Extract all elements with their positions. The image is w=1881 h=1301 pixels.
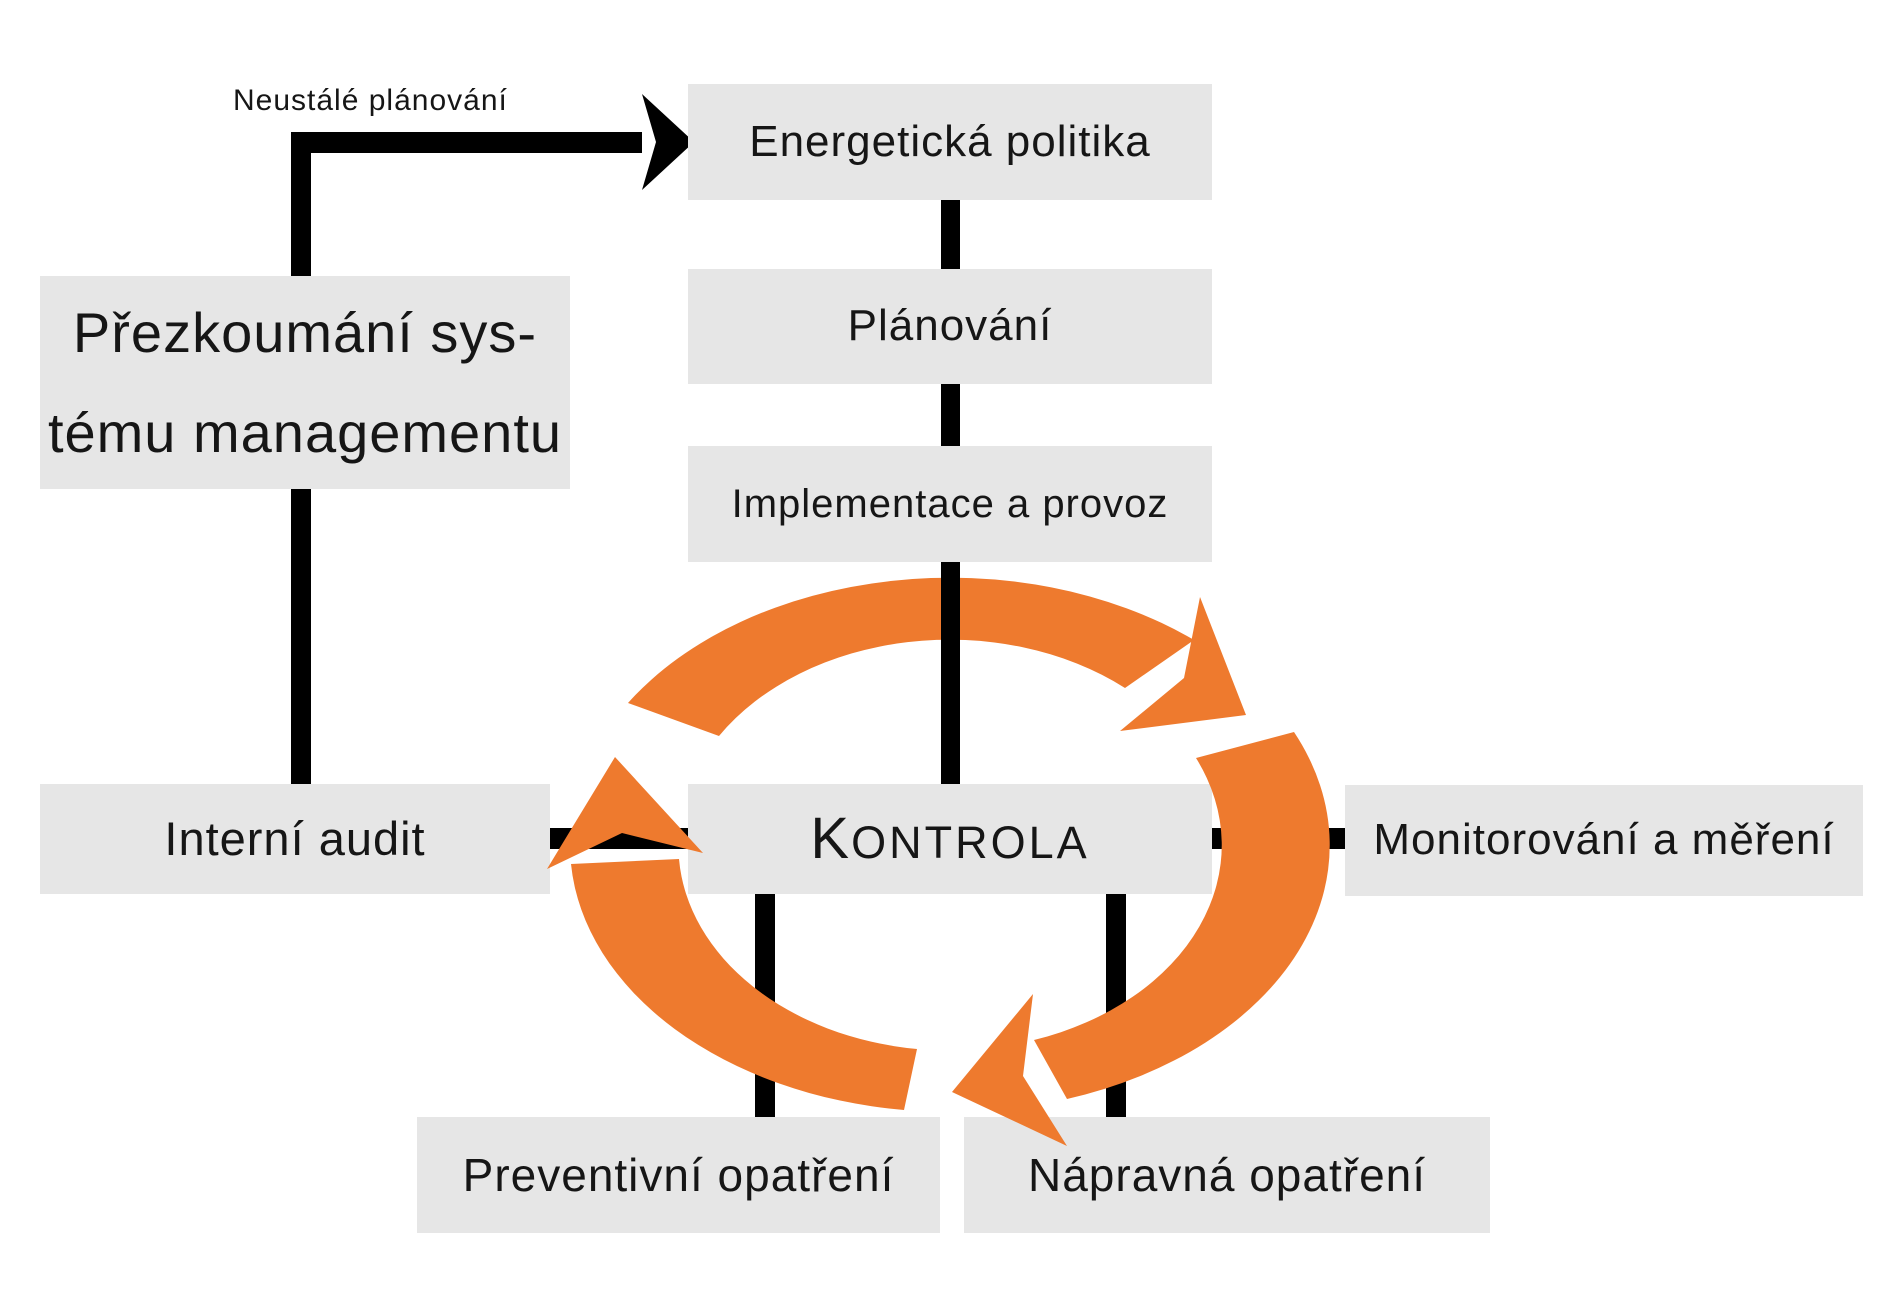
monitoring-box: Monitorování a měření <box>1345 785 1863 896</box>
management-review-label: Přezkoumání sys- tému managementu <box>48 283 562 483</box>
cycle-arc-left <box>571 859 917 1110</box>
energy-policy-box: Energetická politika <box>688 84 1212 200</box>
connector-elbow-horizontal <box>291 132 642 153</box>
connector-control-preventive <box>755 894 775 1117</box>
elbow-arrowhead-icon <box>642 94 694 190</box>
cycle-arc-top <box>628 577 1194 736</box>
control-label: KONTROLA <box>810 806 1089 873</box>
preventive-action-label: Preventivní opatření <box>462 1148 895 1201</box>
management-review-box: Přezkoumání sys- tému managementu <box>40 276 570 489</box>
energy-policy-label: Energetická politika <box>749 116 1151 166</box>
internal-audit-label: Interní audit <box>164 811 426 865</box>
control-box: KONTROLA <box>688 784 1212 894</box>
implementation-label: Implementace a provoz <box>731 482 1169 526</box>
control-label-initial: K <box>810 805 852 871</box>
connector-planning-implementation <box>941 384 960 446</box>
corrective-action-label: Nápravná opatření <box>1027 1148 1427 1201</box>
continuous-planning-label: Neustálé plánování <box>233 84 508 117</box>
connector-control-monitoring <box>1212 828 1345 849</box>
internal-audit-box: Interní audit <box>40 784 550 894</box>
implementation-box: Implementace a provoz <box>688 446 1212 562</box>
cycle-arrowhead-up-icon <box>547 757 703 869</box>
corrective-action-box: Nápravná opatření <box>964 1117 1490 1233</box>
management-review-line1: Přezkoumání sys- <box>72 300 538 364</box>
planning-box: Plánování <box>688 269 1212 384</box>
cycle-arrowhead-right-icon <box>1120 597 1246 731</box>
connector-implementation-control <box>941 562 960 784</box>
connector-control-corrective <box>1106 894 1126 1117</box>
control-label-rest: ONTROLA <box>851 816 1090 868</box>
preventive-action-box: Preventivní opatření <box>417 1117 940 1233</box>
planning-label: Plánování <box>847 301 1053 351</box>
connector-policy-planning <box>941 200 960 269</box>
monitoring-label: Monitorování a měření <box>1373 815 1835 865</box>
management-review-line2: tému managementu <box>47 400 563 464</box>
connector-audit-control <box>550 828 688 849</box>
